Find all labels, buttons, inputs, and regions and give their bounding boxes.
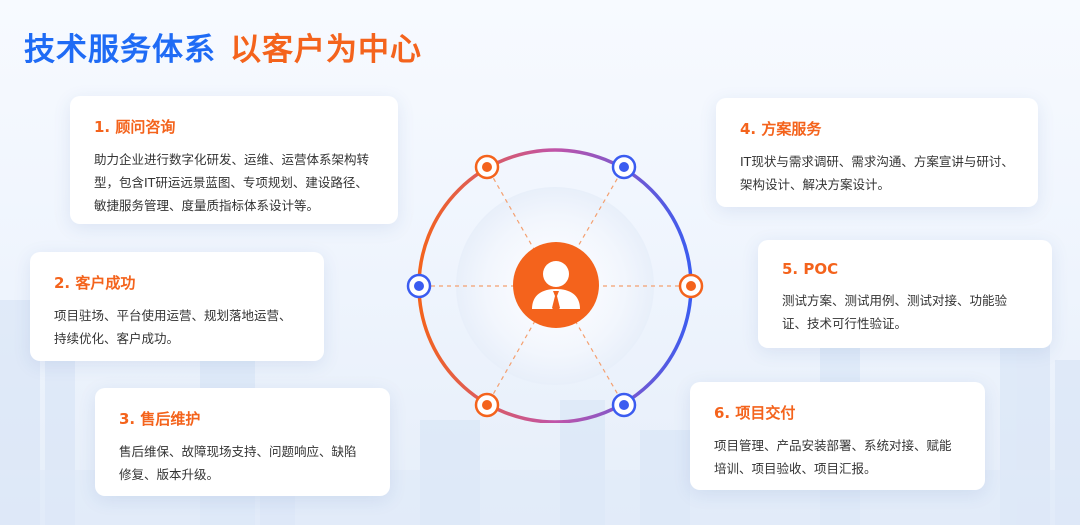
- card-solution-service: 4. 方案服务 IT现状与需求调研、需求沟通、方案宣讲与研讨、架构设计、解决方案…: [716, 98, 1038, 207]
- card-customer-success: 2. 客户成功 项目驻场、平台使用运营、规划落地运营、持续优化、客户成功。: [30, 252, 324, 361]
- card-project-delivery: 6. 项目交付 项目管理、产品安装部署、系统对接、赋能培训、项目验收、项目汇报。: [690, 382, 985, 490]
- node-dot-2-core: [414, 281, 424, 291]
- card-text: 项目管理、产品安装部署、系统对接、赋能培训、项目验收、项目汇报。: [714, 438, 952, 476]
- card-title: 1. 顾问咨询: [94, 118, 176, 136]
- node-dot-6-core: [619, 400, 629, 410]
- card-consulting: 1. 顾问咨询 助力企业进行数字化研发、运维、运营体系架构转型，包含IT研运远景…: [70, 96, 398, 224]
- title-part-1: 技术服务体系: [24, 32, 216, 68]
- connector-line: [554, 166, 625, 287]
- connector-line: [486, 166, 556, 287]
- card-poc: 5. POC 测试方案、测试用例、测试对接、功能验证、技术可行性验证。: [758, 240, 1052, 348]
- card-after-sales: 3. 售后维护 售后维保、故障现场支持、问题响应、缺陷修复、版本升级。: [95, 388, 390, 496]
- card-title: 2. 客户成功: [54, 274, 136, 292]
- node-dot-4-core: [619, 162, 629, 172]
- connector-line: [554, 285, 625, 406]
- connector-line: [486, 285, 556, 406]
- card-text: 测试方案、测试用例、测试对接、功能验证、技术可行性验证。: [782, 293, 1008, 331]
- card-title: 4. 方案服务: [740, 120, 822, 138]
- node-dot-3-core: [482, 400, 492, 410]
- page-title: 技术服务体系以客户为中心: [24, 24, 422, 69]
- card-text: 售后维保、故障现场支持、问题响应、缺陷修复、版本升级。: [119, 444, 357, 482]
- card-title: 6. 项目交付: [714, 404, 796, 422]
- card-title: 3. 售后维护: [119, 410, 201, 428]
- card-text: 助力企业进行数字化研发、运维、运营体系架构转型，包含IT研运远景蓝图、专项规划、…: [94, 152, 370, 213]
- card-text: IT现状与需求调研、需求沟通、方案宣讲与研讨、架构设计、解决方案设计。: [740, 154, 1014, 192]
- node-dot-1-core: [482, 162, 492, 172]
- user-avatar-icon: [513, 242, 599, 328]
- card-text: 项目驻场、平台使用运营、规划落地运营、持续优化、客户成功。: [54, 308, 292, 346]
- card-title: 5. POC: [782, 260, 839, 278]
- node-dot-5-core: [686, 281, 696, 291]
- title-part-2: 以客户为中心: [230, 32, 422, 68]
